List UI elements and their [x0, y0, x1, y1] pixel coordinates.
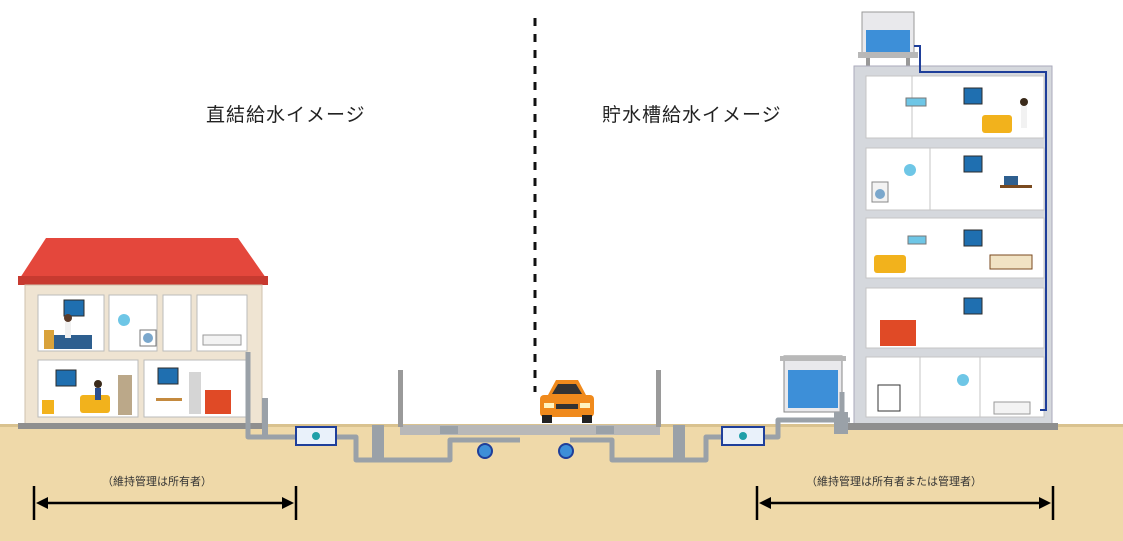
maintenance-range-arrow-right: [755, 486, 1055, 520]
pipe-valves: [262, 398, 685, 459]
water-meter-icon: [295, 426, 765, 446]
main-pipe-icon: [440, 426, 614, 459]
ground: [0, 425, 1123, 541]
building-icon: [848, 11, 1058, 430]
car-icon: [540, 380, 594, 423]
maintenance-range-arrow-left: [32, 486, 298, 520]
direct-maintenance-note: （維持管理は所有者）: [102, 475, 212, 488]
tank-maintenance-note: （維持管理は所有者または管理者）: [806, 475, 982, 488]
water-tank-icon: [780, 355, 848, 434]
tank-supply-title: 貯水槽給水イメージ: [602, 104, 782, 126]
pipes: [245, 352, 850, 463]
direct-supply-title: 直結給水イメージ: [206, 104, 366, 126]
house-icon: [18, 238, 268, 429]
road: [398, 370, 661, 435]
